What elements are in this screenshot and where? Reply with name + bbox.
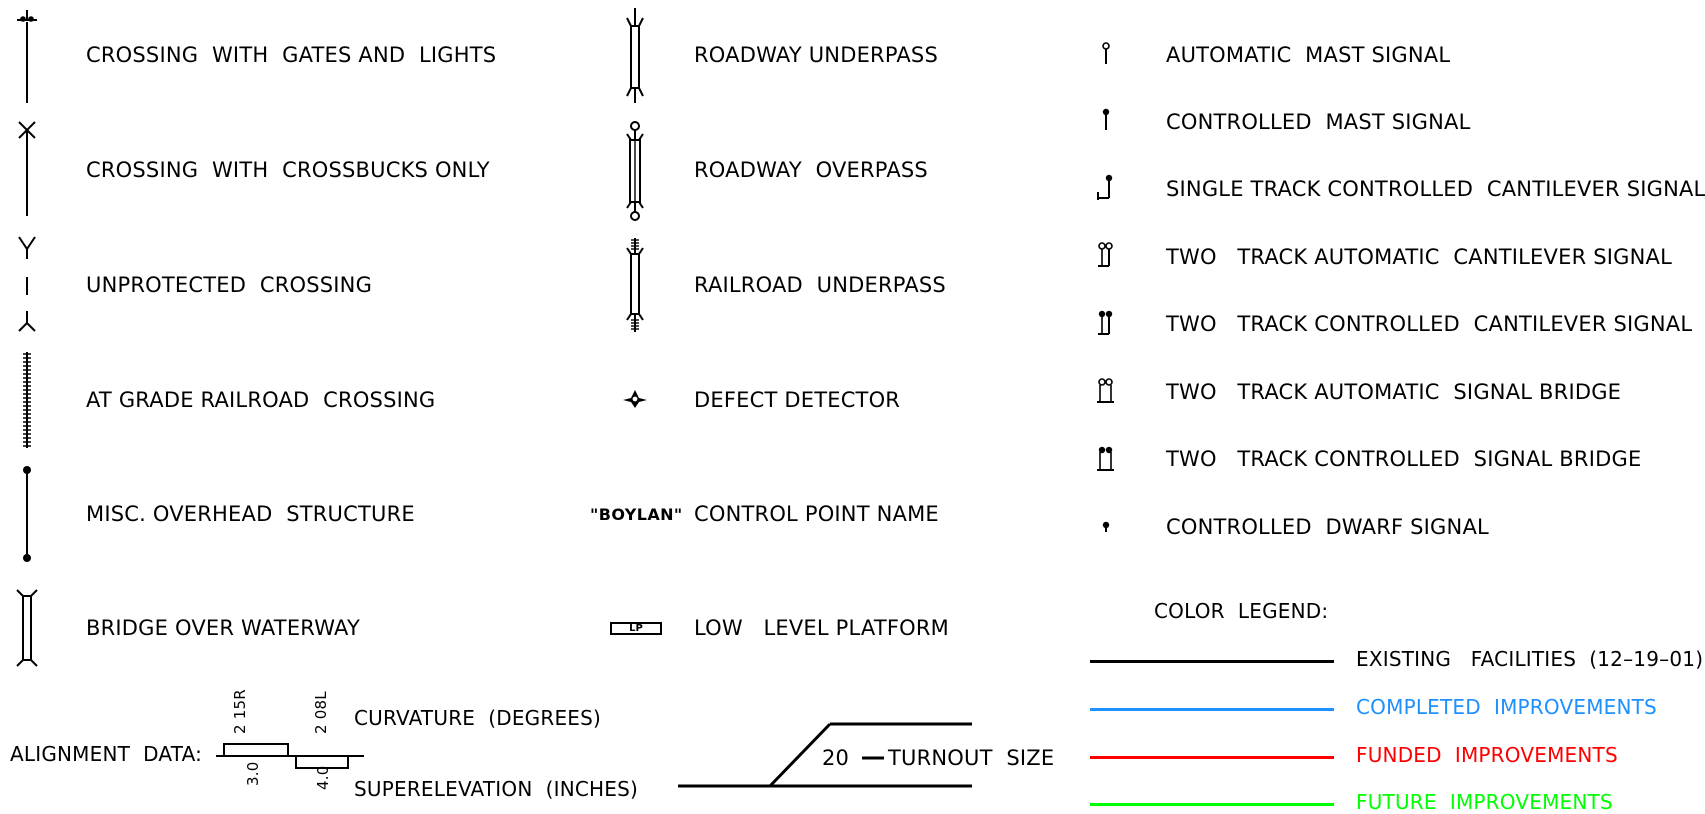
two-track-controlled-cantilever-icon	[1098, 310, 1113, 335]
legend-label-unprotected-crossing: UNPROTECTED CROSSING	[86, 273, 373, 297]
controlled-mast-signal-icon	[1102, 108, 1110, 130]
color-legend-label: FUNDED IMPROVEMENTS	[1356, 743, 1618, 767]
alignment-data-diagram	[216, 743, 364, 769]
legend-label-automatic-mast-signal: AUTOMATIC MAST SIGNAL	[1166, 43, 1451, 67]
at-grade-crossing-icon	[23, 352, 31, 448]
overhead-structure-icon	[23, 466, 31, 562]
two-track-automatic-signal-bridge-icon	[1097, 378, 1114, 403]
legend-label-crossing-crossbucks: CROSSING WITH CROSSBUCKS ONLY	[86, 158, 490, 182]
superelevation-value-1: 3.0	[244, 761, 262, 786]
legend-label-two-track-controlled-bridge: TWO TRACK CONTROLLED SIGNAL BRIDGE	[1166, 447, 1642, 471]
legend-label-two-track-controlled-cantilever: TWO TRACK CONTROLLED CANTILEVER SIGNAL	[1166, 312, 1693, 336]
curve-right-value: 2 15R	[231, 689, 249, 734]
legend-label-control-point-name: CONTROL POINT NAME	[694, 502, 939, 526]
single-track-cantilever-icon	[1097, 174, 1113, 200]
legend-label-single-track-cantilever: SINGLE TRACK CONTROLLED CANTILEVER SIGNA…	[1166, 177, 1705, 201]
legend-label-roadway-underpass: ROADWAY UNDERPASS	[694, 43, 938, 67]
alignment-data-label: ALIGNMENT DATA:	[10, 742, 203, 766]
legend-label-crossing-gates-lights: CROSSING WITH GATES AND LIGHTS	[86, 43, 497, 67]
color-legend-label: FUTURE IMPROVEMENTS	[1356, 790, 1613, 814]
legend-label-defect-detector: DEFECT DETECTOR	[694, 388, 901, 412]
legend-label-roadway-overpass: ROADWAY OVERPASS	[694, 158, 928, 182]
legend-label-railroad-underpass: RAILROAD UNDERPASS	[694, 273, 946, 297]
legend-label-at-grade-crossing: AT GRADE RAILROAD CROSSING	[86, 388, 436, 412]
bridge-over-waterway-icon	[16, 589, 38, 667]
color-legend-label: COMPLETED IMPROVEMENTS	[1356, 695, 1657, 719]
roadway-underpass-icon	[626, 8, 644, 103]
superelevation-label: SUPERELEVATION (INCHES)	[354, 777, 639, 801]
platform-tag: LP	[629, 623, 643, 634]
legend-label-controlled-mast-signal: CONTROLLED MAST SIGNAL	[1166, 110, 1471, 134]
legend-label-overhead-structure: MISC. OVERHEAD STRUCTURE	[86, 502, 415, 526]
color-legend-title: COLOR LEGEND:	[1154, 599, 1329, 623]
legend-label-bridge-waterway: BRIDGE OVER WATERWAY	[86, 616, 361, 640]
turnout-size-label: TURNOUT SIZE	[888, 746, 1055, 770]
defect-detector-icon	[623, 390, 647, 408]
two-track-automatic-cantilever-icon	[1098, 242, 1113, 267]
curvature-label: CURVATURE (DEGREES)	[354, 706, 602, 730]
unprotected-crossing-icon	[18, 236, 36, 332]
roadway-overpass-icon	[626, 121, 644, 221]
two-track-controlled-signal-bridge-icon	[1097, 446, 1114, 471]
superelevation-value-2: 4.0	[314, 765, 332, 790]
color-legend-swatch	[1090, 756, 1334, 759]
control-point-example: "BOYLAN"	[590, 505, 683, 524]
color-legend-label: EXISTING FACILITIES (12–19–01)	[1356, 647, 1704, 671]
curve-left-value: 2 08L	[312, 691, 330, 734]
gates-and-lights-icon	[17, 10, 37, 103]
railroad-underpass-icon	[626, 238, 644, 332]
color-legend-swatch	[1090, 708, 1334, 711]
turnout-diagram	[678, 722, 972, 788]
legend-label-low-level-platform: LOW LEVEL PLATFORM	[694, 616, 949, 640]
legend-label-two-track-auto-bridge: TWO TRACK AUTOMATIC SIGNAL BRIDGE	[1166, 380, 1622, 404]
color-legend-swatch	[1090, 803, 1334, 806]
controlled-dwarf-signal-icon	[1102, 521, 1110, 532]
color-legend-swatch	[1090, 660, 1334, 663]
crossbucks-icon	[18, 121, 36, 216]
legend-label-two-track-auto-cantilever: TWO TRACK AUTOMATIC CANTILEVER SIGNAL	[1166, 245, 1673, 269]
turnout-number: 20	[822, 746, 850, 770]
legend-label-controlled-dwarf-signal: CONTROLLED DWARF SIGNAL	[1166, 515, 1489, 539]
automatic-mast-signal-icon	[1102, 42, 1110, 64]
low-level-platform-icon: LP	[610, 622, 662, 635]
